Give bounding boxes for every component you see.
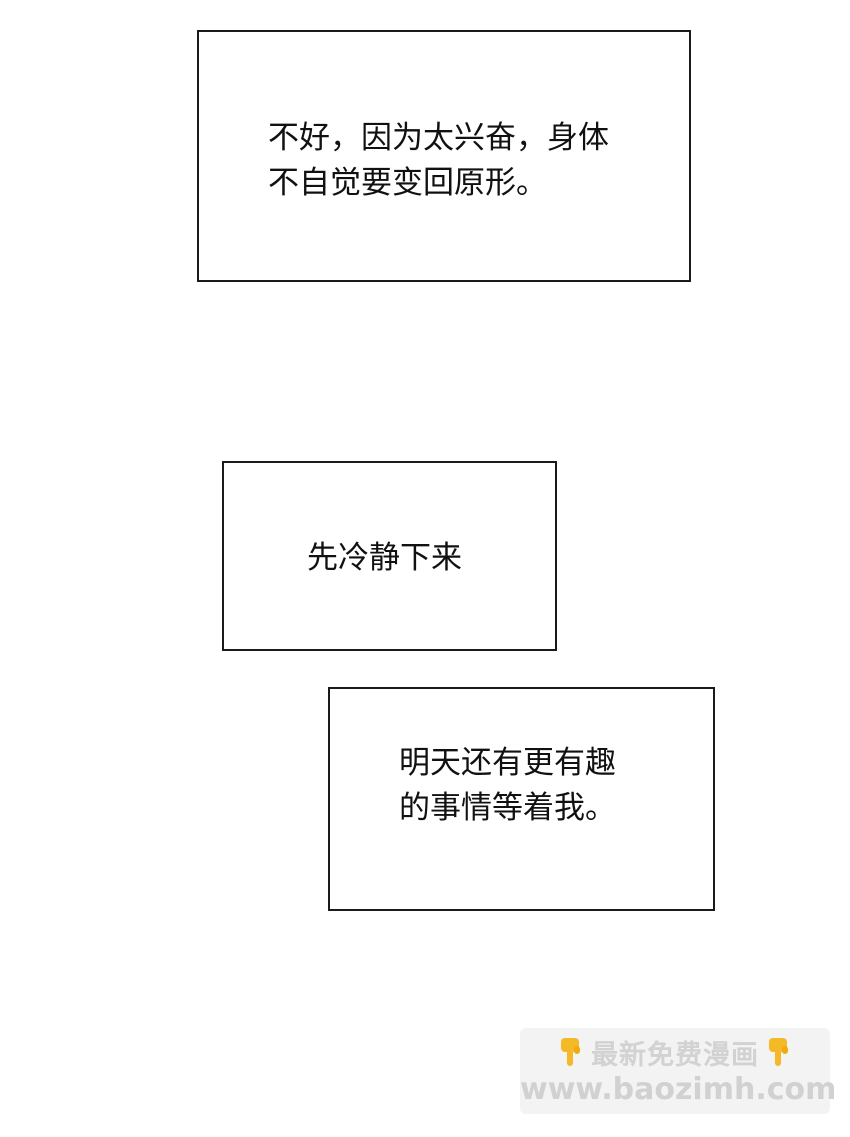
caption-box-1: 不好，因为太兴奋，身体 不自觉要变回原形。 — [197, 30, 691, 282]
pointing-down-hand-icon — [765, 1036, 793, 1068]
caption-box-3: 明天还有更有趣 的事情等着我。 — [328, 687, 715, 911]
caption-text-3: 明天还有更有趣 的事情等着我。 — [399, 741, 616, 831]
caption-line: 明天还有更有趣 — [399, 745, 616, 781]
watermark-url: www.baozimh.com — [520, 1072, 837, 1107]
watermark: 最新免费漫画 www.baozimh.com — [520, 1028, 837, 1114]
watermark-title-row: 最新免费漫画 — [520, 1034, 830, 1071]
caption-text-1: 不好，因为太兴奋，身体 不自觉要变回原形。 — [268, 116, 609, 206]
caption-line: 不好，因为太兴奋，身体 — [268, 120, 609, 156]
caption-line: 不自觉要变回原形。 — [268, 165, 547, 201]
caption-line: 先冷静下来 — [307, 540, 462, 576]
caption-text-2: 先冷静下来 — [307, 536, 462, 581]
caption-line: 的事情等着我。 — [399, 790, 616, 826]
watermark-title: 最新免费漫画 — [591, 1039, 759, 1071]
caption-box-2: 先冷静下来 — [222, 461, 557, 651]
pointing-down-hand-icon — [557, 1036, 585, 1068]
